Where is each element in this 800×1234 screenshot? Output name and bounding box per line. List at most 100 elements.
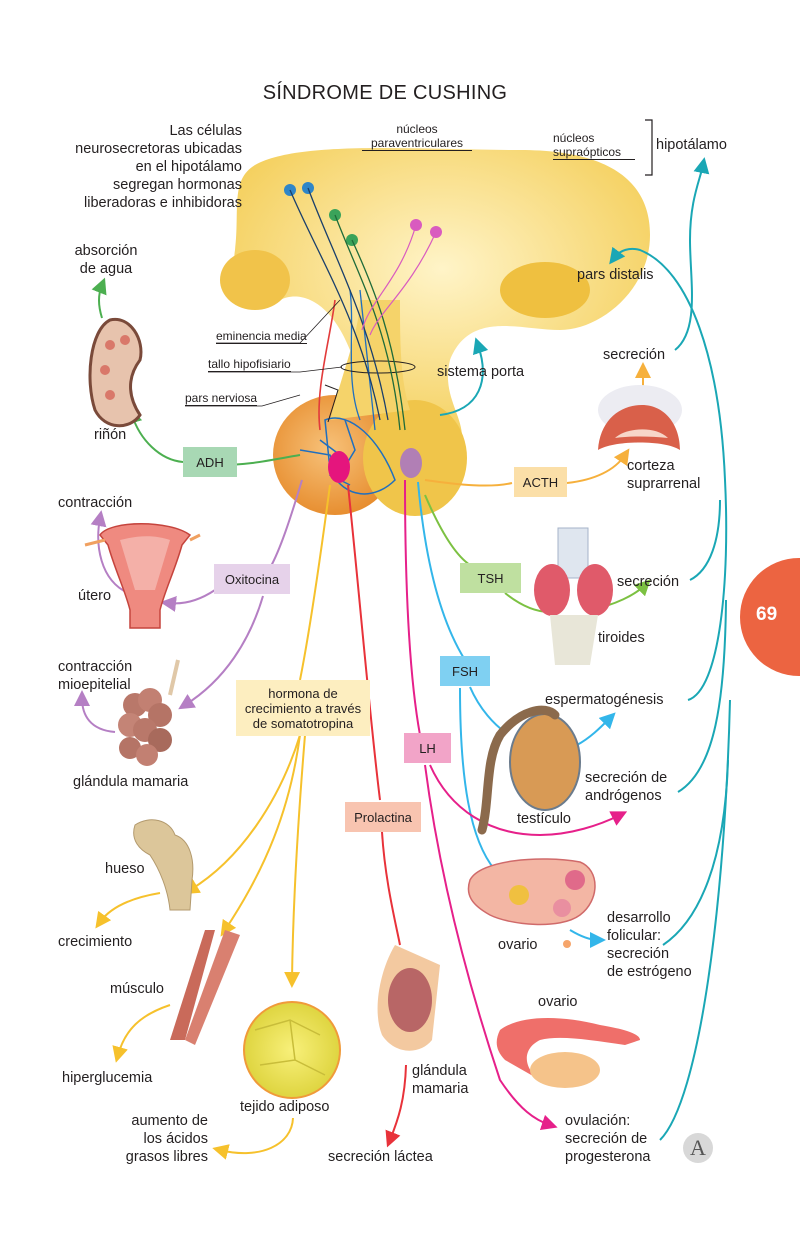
label-paraventricular-nuclei: núcleos paraventriculares [362,122,472,151]
label-contraction: contracción [58,495,133,511]
intro-line: segregan hormonas [113,177,242,193]
oxytocin-line [269,479,303,569]
label-line: hormona de [268,685,338,701]
testis-to-spermatogenesis-arrow [576,712,616,746]
label-adipose-tissue: tejido adiposo [240,1099,330,1115]
label-line: supraópticos [553,145,622,159]
adipose-illustration [243,1001,341,1099]
hypothalamus-bracket [645,119,653,176]
label-line: desarrollo [607,910,671,926]
oxytocin-to-mammary-arrow [178,595,264,710]
label-portal-system: sistema porta [437,364,525,380]
gh-to-adipose-arrow [284,734,306,988]
bone-to-growth-arrow [95,892,161,929]
label-adrenal-cortex: corteza suprarrenal [627,457,700,493]
lh-to-ovulation-arrow [424,764,558,1131]
publisher-logo: A [683,1133,713,1163]
page-title: SÍNDROME DE CUSHING [262,82,508,104]
uterus-to-contraction-arrow [90,510,129,594]
breast-illustration [377,945,440,1051]
label-ovulation: ovulación: secreción de progesterona [565,1112,650,1166]
kidney-to-water-arrow [91,277,107,319]
gh-to-bone-arrow [183,734,301,895]
label-milk-secretion: secreción láctea [328,1149,433,1165]
label-line: secreción de [585,770,668,786]
intro-line: neurosecretoras ubicadas [75,141,242,157]
label-hypothalamus: hipotálamo [656,137,727,153]
label-line: núcleos [396,122,438,136]
label-follicular-development: desarrollo folicular: secreción de estró… [607,909,692,981]
adrenal-illustration [598,385,682,450]
label-line: secreción de [565,1131,648,1147]
label-supraoptic-nuclei: núcleos supraópticos [553,131,635,160]
gh-to-muscle-arrow [220,734,301,937]
label-kidney: riñón [94,427,127,443]
hormone-box-gh: hormona de crecimiento a través de somat… [236,680,370,736]
label-muscle: músculo [110,981,164,997]
ovary-illustration-1 [467,858,596,948]
adh-to-kidney-arrow [126,407,184,463]
hormone-box-lh: LH [404,733,451,763]
neurons [284,182,442,431]
gh-line [299,484,331,681]
fsh-to-testis-line [469,686,506,733]
label-line: andrógenos [585,788,662,804]
lh-to-androgens-arrow [429,764,628,837]
feedback-to-hypothalamus-arrow [674,157,710,351]
label-testis: testículo [517,811,571,827]
fsh-to-ovary-line [459,687,496,871]
label-mammary-gland: glándula mamaria [73,774,189,790]
androgen-feedback-line [677,599,727,793]
label-line: mioepitelial [58,677,131,693]
label-growth: crecimiento [58,934,133,950]
label-water-absorption: absorción de agua [68,242,144,278]
oxytocin-to-uterus-arrow [160,589,216,612]
acth-line [424,479,513,487]
intro-line: en el hipotálamo [135,159,242,175]
hormone-box-acth: ACTH [514,467,567,497]
leader-pars-nervosa [185,394,301,407]
leader-pituitary-stalk [208,366,343,373]
label-line: absorción [74,243,138,259]
label-ovary-1: ovario [498,937,538,953]
label-line: crecimiento a través [244,700,362,716]
label-androgen-secretion: secreción de andrógenos [585,769,667,805]
prolactin-line [347,484,381,801]
label-line: suprarrenal [627,476,701,492]
label-myoepithelial-contraction: contracción mioepitelial [58,658,132,694]
label-line: progesterona [565,1149,651,1165]
hormone-box-tsh: TSH [460,563,521,593]
label-hyperglycemia: hiperglucemia [62,1070,153,1086]
label-line: aumento de [131,1113,208,1129]
acth-to-adrenal-arrow [566,448,630,484]
label-adrenal-secretion: secreción [603,347,666,363]
hormone-box-adh: ADH [183,447,237,477]
fsh-line [417,481,466,661]
label-spermatogenesis: espermatogénesis [545,692,664,708]
testis-illustration [477,705,581,835]
label-ovary-2: ovario [538,994,578,1010]
ovary-to-follicular-arrow [569,929,606,948]
prolactin-to-breast-line [381,831,401,946]
progesterone-feedback-line [659,699,731,1141]
intro-text: Las células neurosecretoras ubicadas en … [40,122,242,212]
label-pituitary-stalk: tallo hipofisiario [208,357,291,372]
label-line: glándula [412,1063,467,1079]
hormone-box-prolactin: Prolactina [345,802,421,832]
label-line: secreción [607,946,670,962]
thyroid-illustration [534,527,613,665]
hormone-box-fsh: FSH [440,656,490,686]
feedback-to-pars-distalis-arrow [609,246,728,701]
label-line: núcleos [553,131,595,145]
breast-to-milk-arrow [385,1064,407,1148]
bone-illustration [133,819,194,911]
mammary-gland-illustration [118,659,180,766]
label-line: los ácidos [143,1131,208,1147]
label-pars-distalis: pars distalis [577,267,654,283]
label-pars-nervosa: pars nerviosa [185,391,258,406]
label-thyroid: tiroides [598,630,645,646]
adipose-to-fatty-acids-arrow [212,1117,294,1160]
hormone-box-oxytocin: Oxitocina [214,564,290,594]
muscle-illustration [170,930,240,1045]
